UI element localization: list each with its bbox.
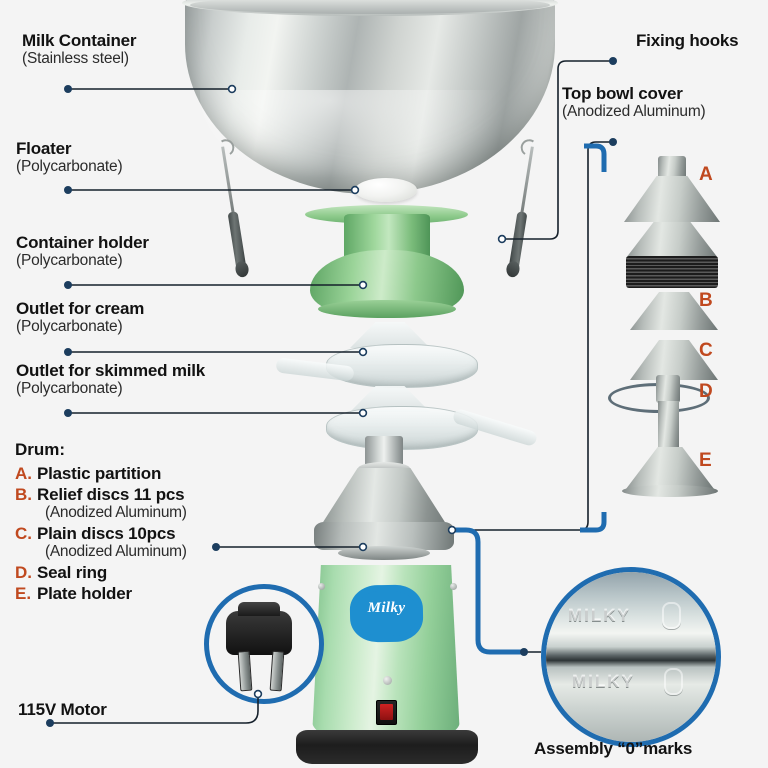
drum-list-heading: Drum: bbox=[15, 440, 66, 459]
floater-part bbox=[355, 178, 417, 202]
drum-list-item-d: D. Seal ring bbox=[15, 563, 187, 583]
label-container-holder: Container holder (Polycarbonate) bbox=[16, 234, 149, 269]
drum-cone-assembly bbox=[318, 468, 450, 530]
motor-screw-left bbox=[318, 583, 325, 590]
drum-item-d-text: Seal ring bbox=[37, 563, 108, 582]
container-holder-base bbox=[318, 300, 456, 318]
label-fixing-hooks-title: Fixing hooks bbox=[636, 31, 739, 50]
drum-item-d-letter: D. bbox=[15, 563, 32, 582]
label-motor: 115V Motor bbox=[18, 701, 107, 719]
label-outlet-cream: Outlet for cream (Polycarbonate) bbox=[16, 300, 144, 335]
label-outlet-cream-title: Outlet for cream bbox=[16, 299, 145, 318]
drum-item-a-text: Plastic partition bbox=[37, 464, 162, 483]
power-plug-inset bbox=[204, 584, 324, 704]
emboss-milky-bottom: MILKY bbox=[572, 672, 635, 691]
drum-item-b-text: Relief discs 11 pcs bbox=[37, 485, 185, 504]
column-letter-a: A bbox=[699, 164, 713, 185]
label-container-holder-title: Container holder bbox=[16, 233, 149, 252]
drum-item-b-letter: B. bbox=[15, 485, 32, 504]
column-letter-c: C bbox=[699, 340, 713, 361]
label-outlet-cream-sub: (Polycarbonate) bbox=[16, 317, 123, 335]
assembly-marks-photo bbox=[546, 572, 716, 742]
label-milk-container-title: Milk Container bbox=[22, 31, 137, 50]
label-outlet-skimmed-milk-sub: (Polycarbonate) bbox=[16, 379, 123, 397]
drum-foot bbox=[338, 546, 430, 560]
label-top-bowl-cover: Top bowl cover (Anodized Aluminum) bbox=[562, 85, 706, 120]
assembly-marks-caption: Assembly “0”marks bbox=[534, 739, 693, 758]
column-letter-b: B bbox=[699, 290, 713, 311]
motor-logo-text: Milky bbox=[367, 600, 406, 616]
label-fixing-hooks: Fixing hooks bbox=[636, 31, 739, 50]
drum-item-e-letter: E. bbox=[15, 584, 32, 603]
label-top-bowl-cover-sub: (Anodized Aluminum) bbox=[562, 102, 706, 120]
assembly-marks-inset: MILKY MILKY bbox=[541, 567, 721, 747]
plug-prong-right bbox=[269, 650, 285, 692]
drum-item-c-letter: C. bbox=[15, 524, 32, 543]
column-letter-e: E bbox=[699, 450, 712, 471]
emboss-milky-top: MILKY bbox=[568, 606, 631, 625]
label-milk-container: Milk Container (Stainless steel) bbox=[22, 31, 137, 67]
drum-list-item-b: B. Relief discs 11 pcs bbox=[15, 485, 187, 505]
motor-screw-right bbox=[450, 583, 457, 590]
fixing-hook-left bbox=[215, 137, 250, 279]
label-floater: Floater (Polycarbonate) bbox=[16, 139, 123, 175]
emboss-zero-top bbox=[662, 602, 681, 629]
drum-item-a-letter: A. bbox=[15, 464, 32, 483]
drum-item-c-sub: (Anodized Aluminum) bbox=[45, 543, 187, 560]
label-outlet-skimmed-milk: Outlet for skimmed milk (Polycarbonate) bbox=[16, 362, 205, 397]
drum-parts-list: Drum: A. Plastic partition B. Relief dis… bbox=[15, 440, 187, 605]
drum-item-c-text: Plain discs 10pcs bbox=[37, 524, 176, 543]
milk-container-inner-rim bbox=[190, 0, 550, 14]
motor-base-stand bbox=[296, 730, 478, 764]
drum-list-item-e: E. Plate holder bbox=[15, 584, 187, 604]
motor-adjust-knob[interactable] bbox=[383, 676, 392, 685]
label-floater-title: Floater bbox=[16, 139, 72, 158]
column-letter-d: D bbox=[699, 381, 713, 402]
label-motor-title: 115V Motor bbox=[18, 700, 107, 719]
label-outlet-skimmed-milk-title: Outlet for skimmed milk bbox=[16, 361, 206, 380]
drum-list-item-c: C. Plain discs 10pcs bbox=[15, 524, 187, 544]
drum-base-ring bbox=[314, 522, 454, 550]
label-milk-container-sub: (Stainless steel) bbox=[22, 49, 129, 67]
drum-list-item-a: A. Plastic partition bbox=[15, 464, 187, 484]
motor-badge-inner bbox=[356, 591, 417, 636]
fixing-hook-right bbox=[505, 137, 540, 279]
emboss-zero-bottom bbox=[664, 668, 683, 695]
drum-item-e-text: Plate holder bbox=[37, 584, 132, 603]
plug-body bbox=[226, 602, 292, 655]
label-floater-sub: (Polycarbonate) bbox=[16, 157, 123, 175]
label-top-bowl-cover-title: Top bowl cover bbox=[562, 84, 683, 103]
plug-prong-left bbox=[237, 650, 253, 692]
power-switch[interactable] bbox=[376, 700, 397, 725]
drum-item-b-sub: (Anodized Aluminum) bbox=[45, 504, 187, 521]
label-container-holder-sub: (Polycarbonate) bbox=[16, 251, 123, 269]
